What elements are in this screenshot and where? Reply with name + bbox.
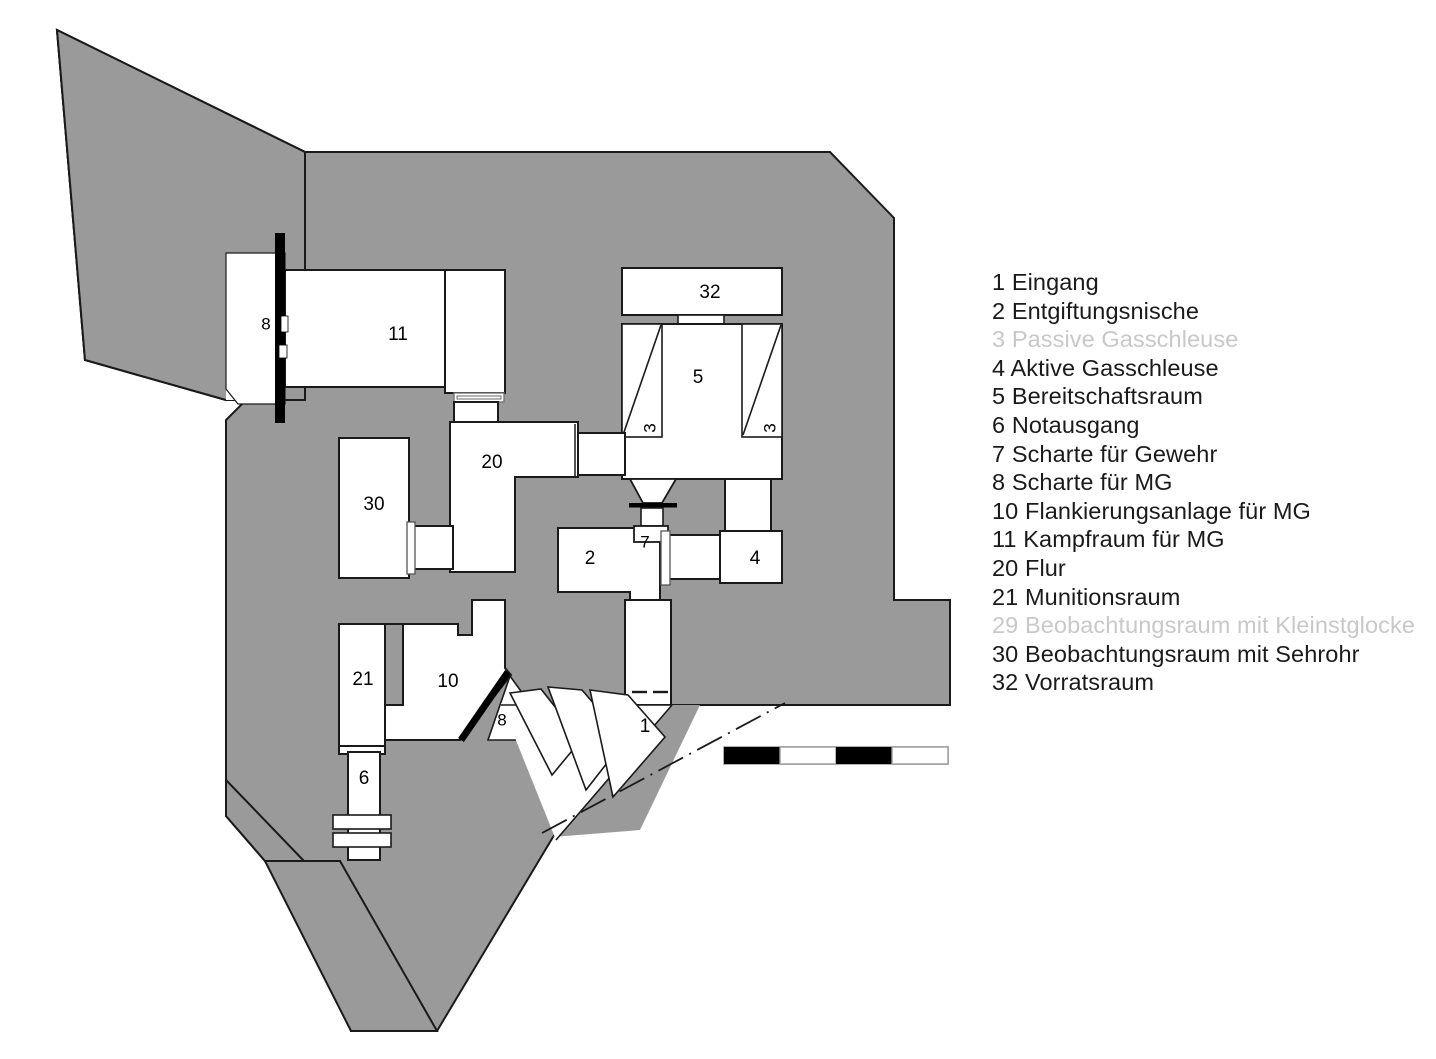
room-2-number: 2 [585,548,596,569]
legend-item-2: 2 Entgiftungsnische [992,297,1436,326]
room-11-number: 11 [388,324,408,345]
room-1-number: 1 [640,716,651,737]
legend-item-6: 6 Notausgang [992,411,1436,440]
legend-item-label: Aktive Gasschleuse [1010,354,1219,381]
legend-item-label: Vorratsraum [1024,669,1155,696]
legend-item-number: 1 [992,269,1006,295]
legend-item-number: 5 [992,383,1006,410]
legend-item-label: Eingang [1011,269,1099,295]
embrasure-recess-west [225,252,286,405]
room-21-number: 21 [352,669,373,690]
room-7-number: 7 [640,532,649,551]
embrasure-8-wall-mg: 8 [261,233,289,423]
door-2-to-4 [660,530,721,586]
legend-item-label: Scharte für Gewehr [1011,440,1218,467]
legend-item-number: 2 [992,297,1006,324]
legend-item-label: Flankierungsanlage für MG [1024,497,1311,524]
room-21-munitionsraum: 21 [338,623,386,747]
legend-item-label: Beobachtungsraum mit Kleinstglocke [1024,612,1416,639]
scale-bar [723,746,949,765]
legend-item-32: 32 Vorratsraum [992,668,1436,697]
room-30-number: 30 [363,494,384,515]
room-32-number: 32 [699,282,720,303]
legend-item-label: Scharte für MG [1011,469,1173,496]
room-32-vorratsraum: 32 [621,267,783,316]
legend-item-label: Passive Gasschleuse [1011,326,1239,353]
legend-item-number: 20 [992,554,1019,581]
room-11-kampfraum-mg: 11 [284,269,506,394]
room-5-number: 5 [693,367,704,388]
room-4-number: 4 [750,548,761,569]
corridor-5-to-20 [574,432,626,476]
legend-item-number: 6 [992,411,1006,438]
legend-item-20: 20 Flur [992,554,1436,583]
legend-item-label: Munitionsraum [1024,583,1181,610]
legend-item-number: 11 [992,526,1017,553]
legend-item-label: Bereitschaftsraum [1011,383,1203,410]
legend-item-5: 5 Bereitschaftsraum [992,382,1436,411]
legend-item-4: 4 Aktive Gasschleuse [992,354,1436,383]
legend-item-29: 29 Beobachtungsraum mit Kleinstglocke [992,611,1436,640]
room-8-number-entrance: 8 [497,710,506,729]
room-30-beobachtungsraum-sehrohr: 30 [338,437,410,579]
room-8-number-top: 8 [261,314,270,333]
embrasure-7-gewehr: 7 [628,478,678,551]
room-6-number: 6 [359,768,370,789]
legend-item-7: 7 Scharte für Gewehr [992,440,1436,469]
legend-item-number: 21 [992,583,1019,610]
room-3-number-right: 3 [760,423,779,432]
legend-item-label: Flur [1024,554,1066,581]
floor-plan-drawing: 11 8 32 3 3 5 [55,28,951,1032]
legend-item-number: 29 [992,612,1019,639]
corridor-stub-above-4 [724,478,772,536]
legend-item-label: Beobachtungsraum mit Sehrohr [1024,640,1360,667]
legend-item-number: 3 [992,326,1006,353]
legend-item-number: 4 [992,354,1006,381]
legend-item-8: 8 Scharte für MG [992,468,1436,497]
legend-item-number: 32 [992,669,1019,696]
legend-item-1: 1 Eingang [992,268,1436,297]
legend-item-number: 30 [992,640,1019,667]
legend-item-number: 8 [992,469,1006,496]
room-4-aktive-gasschleuse: 4 [719,530,783,584]
door-30-to-20 [406,521,454,575]
legend-item-label: Kampfraum für MG [1023,526,1225,553]
legend-item-label: Entgiftungsnische [1011,297,1200,324]
legend-item-3: 3 Passive Gasschleuse [992,325,1436,354]
room-20-flur: 20 [449,421,579,573]
legend-item-30: 30 Beobachtungsraum mit Sehrohr [992,640,1436,669]
legend-item-21: 21 Munitionsraum [992,583,1436,612]
legend-item-label: Notausgang [1011,411,1140,438]
entrance-zone-1: 1 [501,599,673,841]
legend-item-number: 7 [992,440,1006,467]
room-10-flankierungsanlage-mg: 10 [384,599,513,741]
room-10-number: 10 [437,671,458,692]
legend-item-number: 10 [992,497,1019,524]
room-3-number-left: 3 [640,423,659,432]
legend-item-10: 10 Flankierungsanlage für MG [992,497,1436,526]
room-5-bereitschaftsraum: 3 3 5 [621,323,783,480]
room-6-notausgang: 6 [332,745,392,861]
legend-item-11: 11 Kampfraum für MG [992,525,1436,554]
room-20-number: 20 [481,452,502,473]
field-of-fire-dashdot-line [541,702,786,834]
